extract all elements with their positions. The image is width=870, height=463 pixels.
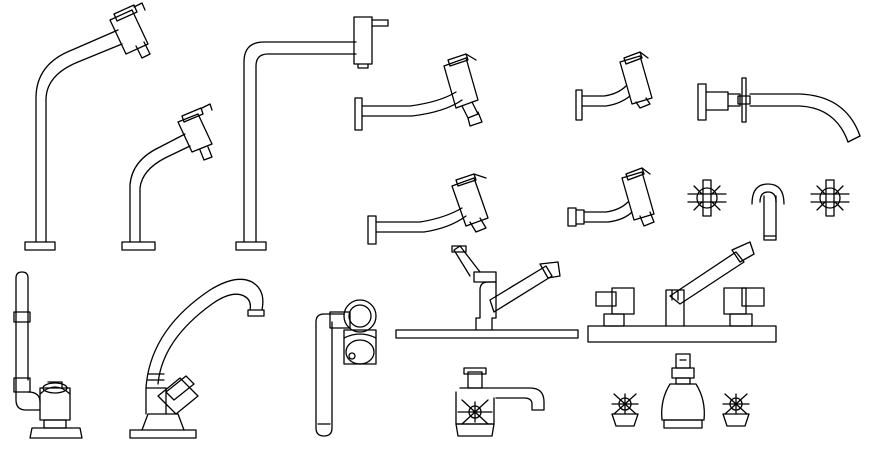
wall-mounted-mixer-upper xyxy=(354,53,483,131)
swan-neck-tap-elevation xyxy=(129,278,265,439)
small-wall-tap-lower xyxy=(567,167,655,227)
short-single-lever-mixer xyxy=(121,103,213,251)
bath-filler-cross-handle xyxy=(455,367,545,437)
small-wall-tap-upper xyxy=(575,51,653,121)
pillar-tap-elevation xyxy=(13,271,83,439)
wall-spout-with-rosettes xyxy=(697,77,861,143)
tall-single-lever-mixer xyxy=(24,2,151,251)
kitchen-mixer-single-hole xyxy=(395,245,579,339)
cross-handle-left xyxy=(687,179,727,217)
high-spout-basin-mixer xyxy=(235,16,389,251)
wall-spout-center xyxy=(751,183,785,241)
wall-tap-with-hose xyxy=(315,299,377,437)
cross-handle-right xyxy=(810,179,850,217)
three-piece-basin-set xyxy=(611,353,750,429)
wall-mounted-mixer-lower xyxy=(367,173,489,245)
kitchen-mixer-three-hole xyxy=(587,241,777,343)
